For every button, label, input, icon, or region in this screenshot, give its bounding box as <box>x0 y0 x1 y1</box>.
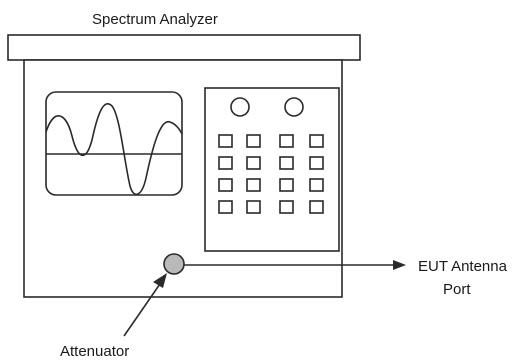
eut-antenna-label: EUT Antenna <box>418 258 508 275</box>
panel-button <box>309 200 324 214</box>
diagram-title: Spectrum Analyzer <box>92 11 218 28</box>
display-screen <box>45 91 183 196</box>
panel-button <box>309 134 324 148</box>
panel-button <box>246 200 261 214</box>
eut-port-label: Port <box>443 281 471 298</box>
signal-waveform <box>45 103 183 196</box>
cable-arrowhead <box>393 260 406 270</box>
panel-button <box>309 156 324 170</box>
panel-button <box>218 156 233 170</box>
panel-button <box>218 200 233 214</box>
panel-button <box>279 156 294 170</box>
panel-button <box>309 178 324 192</box>
knob-right <box>284 97 304 117</box>
panel-button <box>218 134 233 148</box>
panel-button <box>279 134 294 148</box>
panel-button <box>218 178 233 192</box>
panel-button <box>246 156 261 170</box>
analyzer-top-lid <box>7 34 361 61</box>
attenuator-pointer-line <box>123 280 163 337</box>
attenuator-pointer-arrowhead <box>153 273 167 288</box>
panel-button <box>246 134 261 148</box>
button-grid <box>218 134 324 214</box>
knob-left <box>230 97 250 117</box>
attenuator-port <box>163 253 185 275</box>
panel-button <box>246 178 261 192</box>
panel-button <box>279 200 294 214</box>
panel-button <box>279 178 294 192</box>
attenuator-label: Attenuator <box>60 343 129 360</box>
